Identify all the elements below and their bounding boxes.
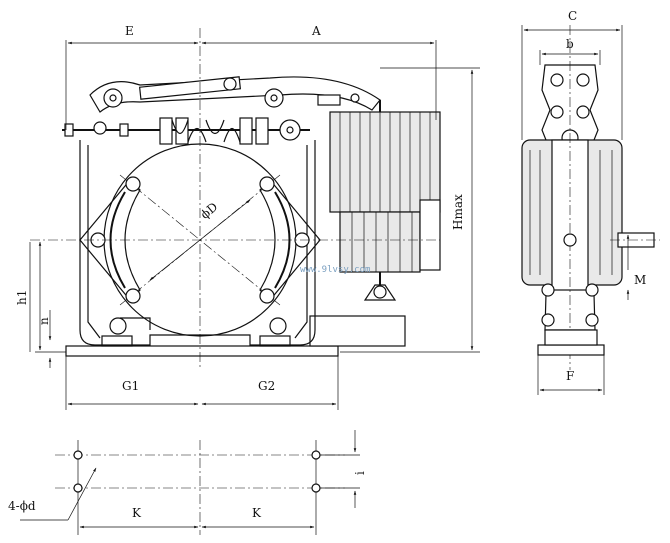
mount-hole [311,450,321,460]
watermark: www.9lvsy.com [300,265,370,275]
hole-pattern [20,430,360,535]
label-Hmax: Hmax [451,194,465,230]
mount-hole [73,450,83,460]
label-i: i [353,471,367,475]
front-view [30,28,441,370]
label-holes: 4-ϕd [8,499,36,513]
label-n: n [37,317,51,325]
label-b: b [566,37,574,51]
label-G2: G2 [258,379,275,393]
label-M: M [634,273,646,287]
label-E: E [125,24,134,38]
label-F: F [566,369,574,383]
thruster [329,100,441,301]
side-base [537,344,605,356]
top-lever [89,76,381,113]
mount-hole [73,483,83,493]
label-h1: h1 [15,290,29,305]
front-dimensions [29,40,480,410]
label-D: ϕD [198,200,221,222]
label-K-left: K [132,506,142,520]
label-C: C [568,9,577,23]
mount-hole [311,483,321,493]
side-dimensions [521,25,630,395]
motor-base [309,315,406,347]
label-K-right: K [252,506,262,520]
label-G1: G1 [122,379,139,393]
base-plate [65,345,339,357]
brake-frame [79,140,316,346]
side-view [521,25,660,370]
label-A: A [311,24,321,38]
spring [159,117,269,145]
